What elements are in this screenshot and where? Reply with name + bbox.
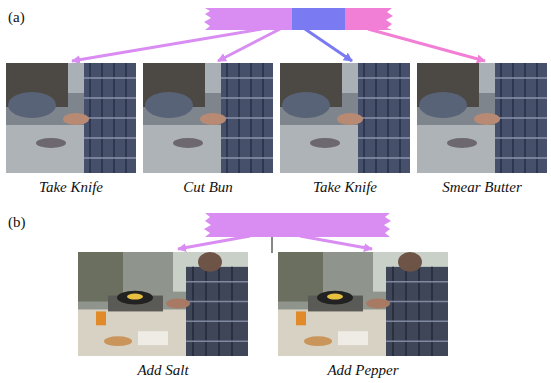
segment-bar (204, 213, 391, 237)
video-frame (78, 252, 248, 356)
action-caption: Take Knife (313, 178, 377, 196)
video-frame (278, 252, 448, 356)
video-frame-node: Take Knife (6, 63, 136, 199)
video-frame-node: Add Pepper (278, 252, 448, 382)
segment-bar (204, 8, 393, 30)
action-caption: Add Salt (137, 361, 188, 379)
panel-label: (b) (8, 213, 26, 231)
tick-mark (272, 237, 273, 253)
action-caption: Take Knife (39, 178, 103, 196)
bar-segment (345, 8, 393, 30)
action-caption: Add Pepper (327, 361, 398, 379)
bar-segment (292, 8, 345, 30)
panel-label: (a) (8, 8, 25, 26)
pointer-arrow (368, 29, 485, 61)
action-caption: Smear Butter (442, 178, 522, 196)
video-frame (143, 63, 273, 173)
pointer-arrow (300, 236, 372, 249)
video-frame (280, 63, 410, 173)
video-frame-node: Smear Butter (417, 63, 547, 199)
video-frame (6, 63, 136, 173)
video-frame-node: Add Salt (78, 252, 248, 382)
pointer-arrow (72, 29, 262, 61)
video-frame-node: Take Knife (280, 63, 410, 199)
video-frame (417, 63, 547, 173)
video-frame-node: Cut Bun (143, 63, 273, 199)
bar-segment (204, 8, 292, 30)
pointer-arrow (305, 29, 352, 61)
pointer-arrow (178, 236, 250, 249)
pointer-arrow (218, 29, 280, 61)
action-caption: Cut Bun (183, 178, 233, 196)
